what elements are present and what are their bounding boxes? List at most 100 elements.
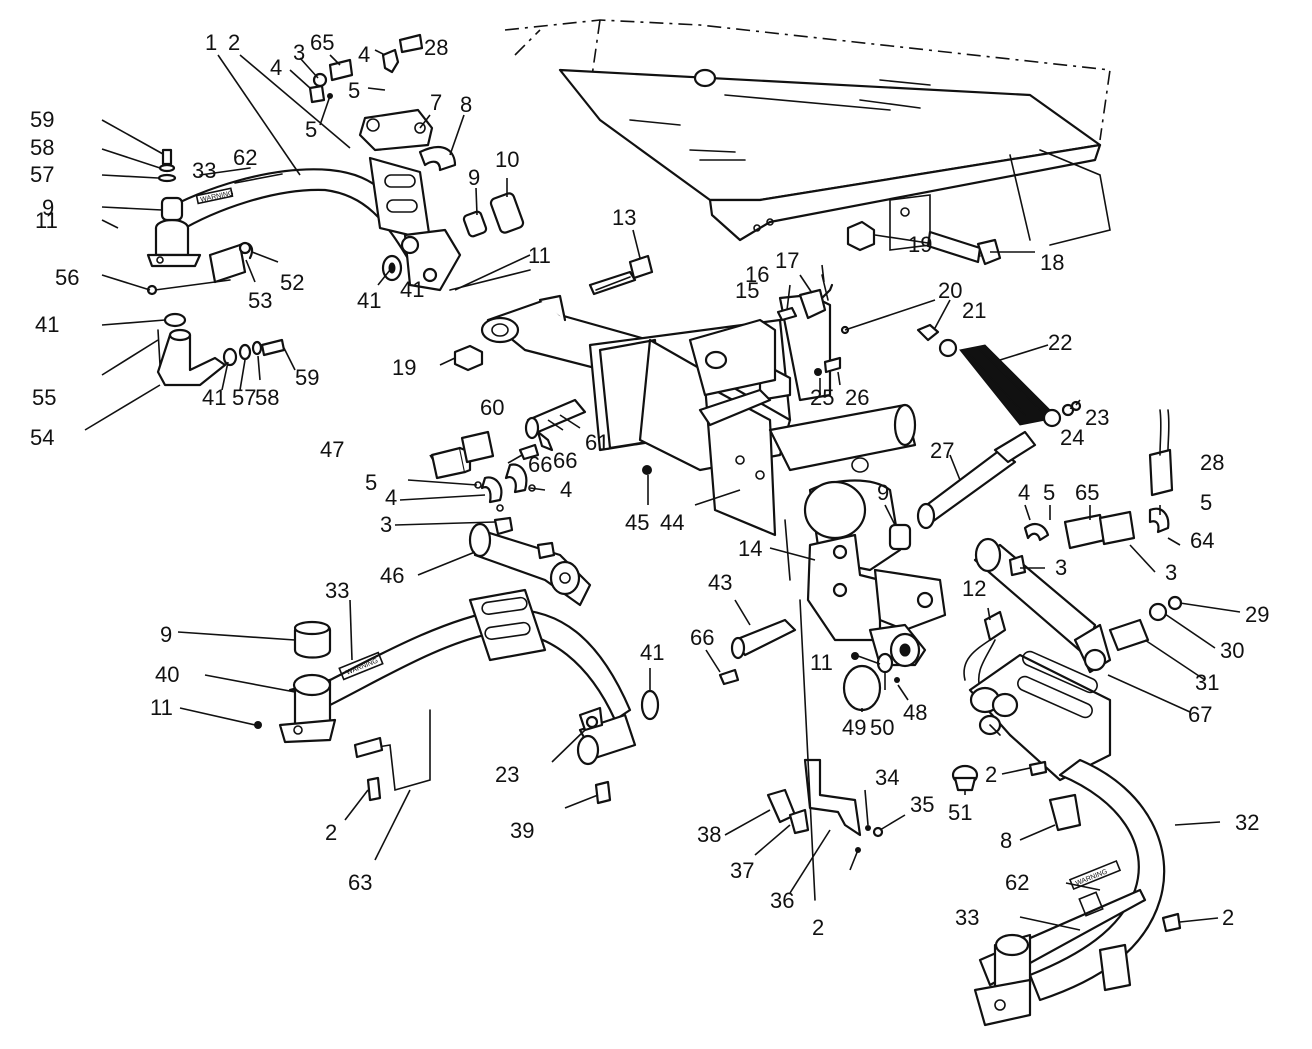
lower-right-lift-arm: [951, 650, 1182, 1027]
hydraulic-cylinder-left: [430, 430, 592, 607]
callout-31: 31: [1195, 670, 1219, 695]
callout-2-e: 2: [1222, 905, 1234, 930]
callout-43: 43: [708, 570, 732, 595]
callout-62: 62: [233, 145, 257, 170]
center-hardware: [453, 220, 1082, 712]
callout-58: 58: [30, 135, 54, 160]
callout-59: 59: [30, 107, 54, 132]
callout-24: 24: [1060, 425, 1084, 450]
callout-33: 33: [192, 158, 216, 183]
callout-50: 50: [870, 715, 894, 740]
callout-16: 16: [745, 262, 769, 287]
callout-46: 46: [380, 563, 404, 588]
callout-7: 7: [430, 90, 442, 115]
callout-63: 63: [348, 870, 372, 895]
callout-3-c: 3: [1055, 555, 1067, 580]
callout-67: 67: [1188, 702, 1212, 727]
callout-11-d: 11: [810, 650, 833, 675]
callout-2-b: 2: [325, 820, 337, 845]
callout-13: 13: [612, 205, 636, 230]
callout-8: 8: [460, 92, 472, 117]
callout-41-e: 41: [400, 277, 424, 302]
callout-11-b: 11: [35, 208, 58, 233]
callout-4-b: 4: [358, 42, 370, 67]
callout-23: 23: [1085, 405, 1109, 430]
callout-21: 21: [962, 298, 986, 323]
callout-57-b: 57: [232, 385, 256, 410]
callout-65: 65: [310, 30, 334, 55]
callout-3: 3: [293, 40, 305, 65]
callout-18: 18: [1040, 250, 1064, 275]
callout-15: 15: [735, 278, 759, 303]
callout-34: 34: [875, 765, 899, 790]
callout-19: 19: [908, 232, 932, 257]
callout-4-e: 4: [1018, 480, 1030, 505]
callout-20: 20: [938, 278, 962, 303]
callout-3-d: 3: [1165, 560, 1177, 585]
callout-9-d: 9: [160, 622, 172, 647]
callout-49: 49: [842, 715, 866, 740]
callout-64: 64: [1190, 528, 1214, 553]
callout-5-c: 5: [365, 470, 377, 495]
callout-44: 44: [660, 510, 684, 535]
callout-1: 1: [205, 30, 217, 55]
callout-4-c: 4: [385, 485, 397, 510]
callout-48: 48: [903, 700, 927, 725]
callout-12: 12: [962, 576, 986, 601]
lower-left-lift-arm: [254, 588, 660, 805]
callout-17: 17: [775, 248, 799, 273]
callout-56: 56: [55, 265, 79, 290]
callout-30: 30: [1220, 638, 1244, 663]
mower-frame: [504, 19, 1111, 251]
callout-4-d: 4: [560, 477, 572, 502]
callout-23-b: 23: [495, 762, 519, 787]
callout-28: 28: [424, 35, 448, 60]
callout-11: 11: [528, 243, 551, 268]
callout-26: 26: [845, 385, 869, 410]
callout-45: 45: [625, 510, 649, 535]
callout-39: 39: [510, 818, 534, 843]
callout-33-b: 33: [325, 578, 349, 603]
callout-3-b: 3: [380, 512, 392, 537]
callout-11-c: 11: [150, 695, 173, 720]
callout-41-c: 41: [202, 385, 226, 410]
callout-14: 14: [738, 536, 762, 561]
callout-41: 41: [357, 288, 381, 313]
callout-52: 52: [280, 270, 304, 295]
callout-28-b: 28: [1200, 450, 1224, 475]
callout-35: 35: [910, 792, 934, 817]
callout-47: 47: [320, 437, 344, 462]
callout-57: 57: [30, 162, 54, 187]
upper-left-hardware: [146, 33, 531, 387]
lower-bracket: [766, 758, 884, 853]
callout-61: 61: [585, 430, 609, 455]
callout-40: 40: [155, 662, 179, 687]
callout-2-c: 2: [812, 915, 824, 940]
callout-5-d: 5: [1043, 480, 1055, 505]
callout-62-b: 62: [1005, 870, 1029, 895]
callout-9-c: 9: [877, 480, 889, 505]
callout-4: 4: [270, 55, 282, 80]
callout-27: 27: [930, 438, 954, 463]
leader-lines: [84, 49, 1241, 931]
callout-41-b: 41: [35, 312, 59, 337]
callout-8-b: 8: [1000, 828, 1012, 853]
upper-lift-arm: [146, 156, 462, 292]
callout-10: 10: [495, 147, 519, 172]
callout-2: 2: [228, 30, 240, 55]
callout-60: 60: [480, 395, 504, 420]
callout-9-b: 9: [42, 195, 54, 220]
callout-55: 55: [32, 385, 56, 410]
callout-54: 54: [30, 425, 54, 450]
callout-53: 53: [248, 288, 272, 313]
callout-66: 66: [553, 448, 577, 473]
callout-9: 9: [468, 165, 480, 190]
callout-5-e: 5: [1200, 490, 1212, 515]
callout-59-b: 59: [295, 365, 319, 390]
callout-36: 36: [770, 888, 794, 913]
callout-25: 25: [810, 385, 834, 410]
callout-66-c: 66: [690, 625, 714, 650]
callout-38: 38: [697, 822, 721, 847]
callout-41-d: 41: [640, 640, 664, 665]
